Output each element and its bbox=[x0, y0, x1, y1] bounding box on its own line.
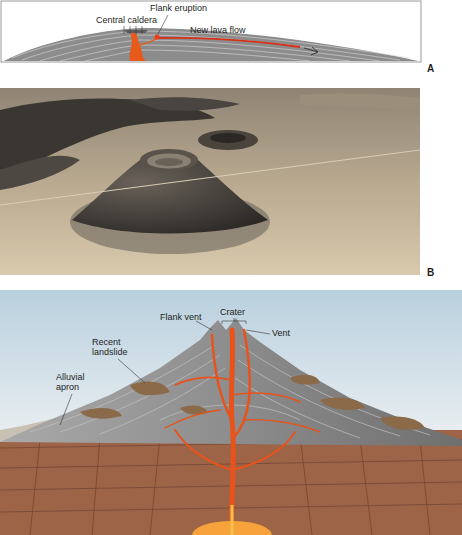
callout-label: Alluvial apron bbox=[56, 372, 96, 392]
callout-label: New lava flow bbox=[190, 25, 260, 35]
callout-label: Crater bbox=[220, 307, 260, 317]
cinder-cone-photo bbox=[0, 88, 420, 275]
callout-label: Vent bbox=[272, 328, 302, 338]
panel-letter: B bbox=[427, 268, 441, 278]
composite-volcano-panel bbox=[0, 290, 462, 535]
panel-letter: A bbox=[427, 64, 441, 74]
callout-label: Central caldera bbox=[96, 15, 172, 25]
callout-label: Flank vent bbox=[160, 312, 212, 322]
callout-label: Recent landslide bbox=[92, 337, 136, 357]
callout-label: Flank eruption bbox=[150, 3, 220, 13]
shield-volcano-panel bbox=[1, 1, 421, 62]
